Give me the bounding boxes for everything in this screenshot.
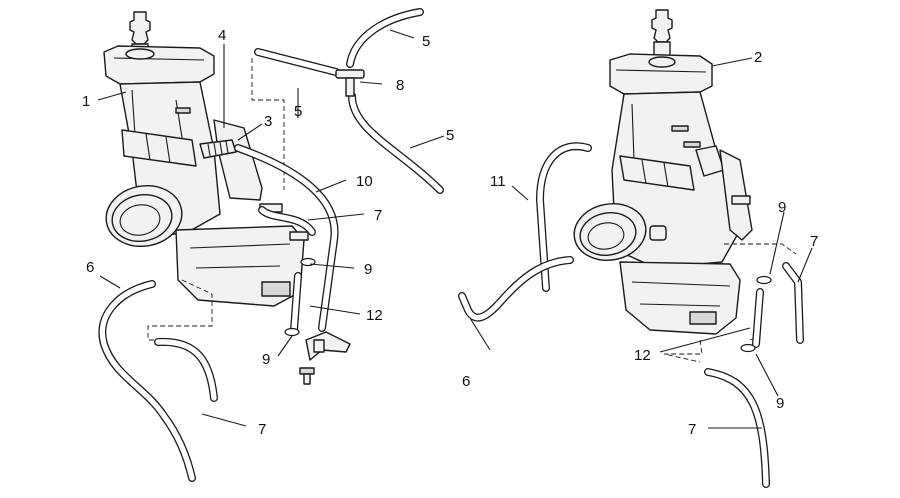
alignment-lines (147, 58, 797, 363)
callout-6-right: 6 (462, 373, 470, 390)
callout-7-under-bowl: 7 (374, 207, 382, 224)
callout-12-right: 12 (634, 347, 651, 364)
callout-1: 1 (82, 93, 90, 110)
leader-lines (97, 29, 813, 429)
callout-9-left-lower: 9 (262, 351, 270, 368)
callout-4: 4 (218, 27, 226, 44)
callout-5-right: 5 (446, 127, 454, 144)
callout-9-left-upper: 9 (364, 261, 372, 278)
callout-7-right-lower: 7 (688, 421, 696, 438)
callout-5-middle: 5 (294, 103, 302, 120)
hoses (98, 8, 804, 488)
callout-5-top: 5 (422, 33, 430, 50)
callout-7-right-upper: 7 (810, 233, 818, 250)
callout-12-left: 12 (366, 307, 383, 324)
callout-10: 10 (356, 173, 373, 190)
callout-8: 8 (396, 77, 404, 94)
callout-9-right-lower: 9 (776, 395, 784, 412)
callout-11: 11 (490, 173, 506, 190)
callout-3: 3 (264, 113, 272, 130)
small-parts (284, 69, 772, 385)
callout-7-lower-left: 7 (258, 421, 266, 438)
callout-2: 2 (754, 49, 762, 66)
callout-9-right-upper: 9 (778, 199, 786, 216)
carburetor-right (573, 9, 753, 335)
carburetor-left (103, 11, 309, 307)
callout-labels: 1 2 3 4 5 5 5 6 6 7 7 7 7 8 9 9 9 9 10 1… (82, 27, 818, 438)
callout-6-left: 6 (86, 259, 94, 276)
